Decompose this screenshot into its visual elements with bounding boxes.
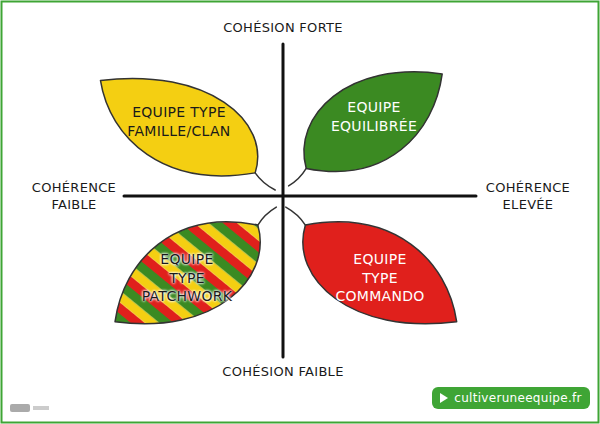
website-button: cultiveruneequipe.fr [432,387,590,409]
team-type: EQUIPE TYPE FAMILLE/CLAN [114,103,244,141]
axis-label: COHÉSION FAIBLE [203,364,363,381]
team-type: EQUIPE TYPE COMMANDO [334,250,426,307]
cohesion-axis [282,44,285,357]
quadrant-leaf: EQUIPE EQUILIBRÉE [287,55,447,190]
axis-label: COHÉRENCE ELEVÉE [480,180,576,214]
quadrant-leaf: EQUIPE TYPE PATCHWORK [110,203,278,341]
quadrant-leaf: EQUIPE TYPE FAMILLE/CLAN [95,62,277,194]
axis-label: COHÉSION FORTE [203,20,363,37]
axis-label: COHÉRENCE FAIBLE [28,180,120,214]
team-type: EQUIPE EQUILIBRÉE [319,98,429,136]
website-link: cultiveruneequipe.fr [454,392,582,404]
license-badge [10,404,49,412]
quadrant-leaf: EQUIPE TYPE COMMANDO [284,203,462,341]
team-type: EQUIPE TYPE PATCHWORK [141,250,233,307]
coherence-axis [124,195,476,198]
